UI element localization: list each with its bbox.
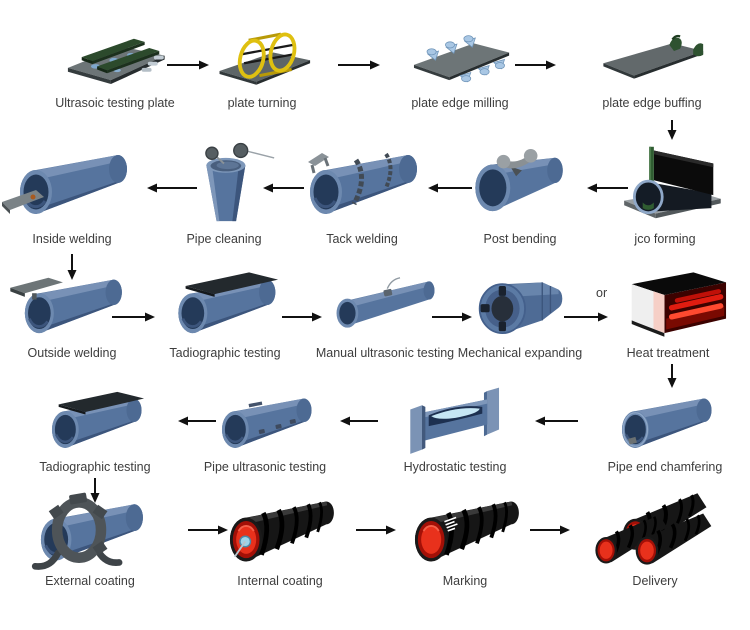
arrow-right-icon xyxy=(432,311,472,323)
jco-forming-illustration-icon xyxy=(600,136,730,230)
inside-welding-illustration-icon xyxy=(2,136,142,230)
manual-ut-illustration-icon xyxy=(298,266,473,344)
step-delivery: Delivery xyxy=(583,490,728,589)
arrow-left-icon xyxy=(587,182,628,194)
step-label: Pipe ultrasonic testing xyxy=(203,460,327,474)
radiographic-illustration-icon xyxy=(143,266,308,344)
step-pipe-end-chamfering: Pipe end chamfering xyxy=(588,386,743,475)
arrow-right-icon xyxy=(564,311,608,323)
arrow-left-icon xyxy=(178,415,216,427)
arrow-right-icon xyxy=(167,59,209,71)
arrow-down-icon xyxy=(89,478,101,503)
edge-buffing-illustration-icon xyxy=(575,28,730,94)
step-label: plate turning xyxy=(227,96,297,110)
step-label: Outside welding xyxy=(27,346,117,360)
step-external-coating: External coating xyxy=(13,490,168,589)
step-label: plate edge milling xyxy=(411,96,509,110)
arrow-down-icon xyxy=(666,364,678,388)
post-bending-illustration-icon xyxy=(452,136,588,230)
arrow-left-icon xyxy=(147,182,197,194)
hydrostatic-illustration-icon xyxy=(373,386,538,458)
step-label: Inside welding xyxy=(32,232,112,246)
outside-welding-illustration-icon xyxy=(1,266,143,344)
step-pipe-ultrasonic-testing: Pipe ultrasonic testing xyxy=(183,386,348,475)
step-label: Tack welding xyxy=(326,232,398,246)
step-jco-forming: jco forming xyxy=(600,136,730,247)
step-plate-edge-buffing: plate edge buffing xyxy=(575,28,730,111)
arrow-right-icon xyxy=(112,311,155,323)
pipe-cleaning-illustration-icon xyxy=(159,136,289,230)
arrow-right-icon xyxy=(530,524,570,536)
step-label: Tadiographic testing xyxy=(39,460,151,474)
step-label: plate edge buffing xyxy=(602,96,702,110)
arrow-left-icon xyxy=(535,415,578,427)
step-inside-welding: Inside welding xyxy=(2,136,142,247)
arrow-down-icon xyxy=(66,254,78,280)
arrow-down-icon xyxy=(666,120,678,140)
arrow-right-icon xyxy=(338,59,380,71)
step-tadiographic-testing: Tadiographic testing xyxy=(143,266,308,361)
step-plate-turning: plate turning xyxy=(195,28,330,111)
step-label: Pipe cleaning xyxy=(186,232,262,246)
ultrasonic-plate-illustration-icon xyxy=(28,28,203,94)
arrow-left-icon xyxy=(428,182,472,194)
arrow-right-icon xyxy=(356,524,396,536)
step-label: External coating xyxy=(45,574,135,588)
heat-treatment-illustration-icon xyxy=(603,266,733,344)
arrow-left-icon xyxy=(340,415,378,427)
step-post-bending: Post bending xyxy=(452,136,588,247)
step-label: Ultrasoic testing plate xyxy=(55,96,175,110)
or-connector-label: or xyxy=(596,286,608,300)
delivery-illustration-icon xyxy=(583,490,728,572)
step-manual-ultrasonic-testing: Manual ultrasonic testing xyxy=(298,266,473,361)
step-outside-welding: Outside welding xyxy=(1,266,143,361)
step-label: Delivery xyxy=(632,574,678,588)
step-label: Post bending xyxy=(483,232,557,246)
internal-coating-illustration-icon xyxy=(203,490,358,572)
step-internal-coating: Internal coating xyxy=(203,490,358,589)
arrow-right-icon xyxy=(188,524,228,536)
step-label: Hydrostatic testing xyxy=(403,460,507,474)
external-coating-illustration-icon xyxy=(13,490,168,572)
step-label: Internal coating xyxy=(237,574,323,588)
step-mechanical-expanding: Mechanical expanding xyxy=(443,266,598,361)
marking-illustration-icon xyxy=(393,490,538,572)
step-hydrostatic-testing: Hydrostatic testing xyxy=(373,386,538,475)
arrow-right-icon xyxy=(282,311,322,323)
mech-expanding-illustration-icon xyxy=(443,266,598,344)
step-label: Heat treatment xyxy=(626,346,710,360)
step-tack-welding: Tack welding xyxy=(292,136,432,247)
step-plate-edge-milling: plate edge milling xyxy=(380,28,540,111)
step-label: Marking xyxy=(442,574,488,588)
step-label: Pipe end chamfering xyxy=(607,460,723,474)
plate-turning-illustration-icon xyxy=(195,28,330,94)
arrow-right-icon xyxy=(515,59,556,71)
chamfering-illustration-icon xyxy=(588,386,743,458)
step-label: jco forming xyxy=(634,232,696,246)
step-label: Mechanical expanding xyxy=(457,346,583,360)
tack-welding-illustration-icon xyxy=(292,136,432,230)
step-ultrasoic-testing-plate: Ultrasoic testing plate xyxy=(28,28,203,111)
pipe-ut-illustration-icon xyxy=(183,386,348,458)
step-tadiographic-testing: Tadiographic testing xyxy=(13,386,178,475)
step-label: Manual ultrasonic testing xyxy=(315,346,455,360)
step-marking: Marking xyxy=(393,490,538,589)
radiographic-illustration-icon xyxy=(13,386,178,458)
arrow-left-icon xyxy=(263,182,304,194)
step-label: Tadiographic testing xyxy=(169,346,281,360)
step-pipe-cleaning: Pipe cleaning xyxy=(159,136,289,247)
edge-milling-illustration-icon xyxy=(380,28,540,94)
step-heat-treatment: Heat treatment xyxy=(603,266,733,361)
